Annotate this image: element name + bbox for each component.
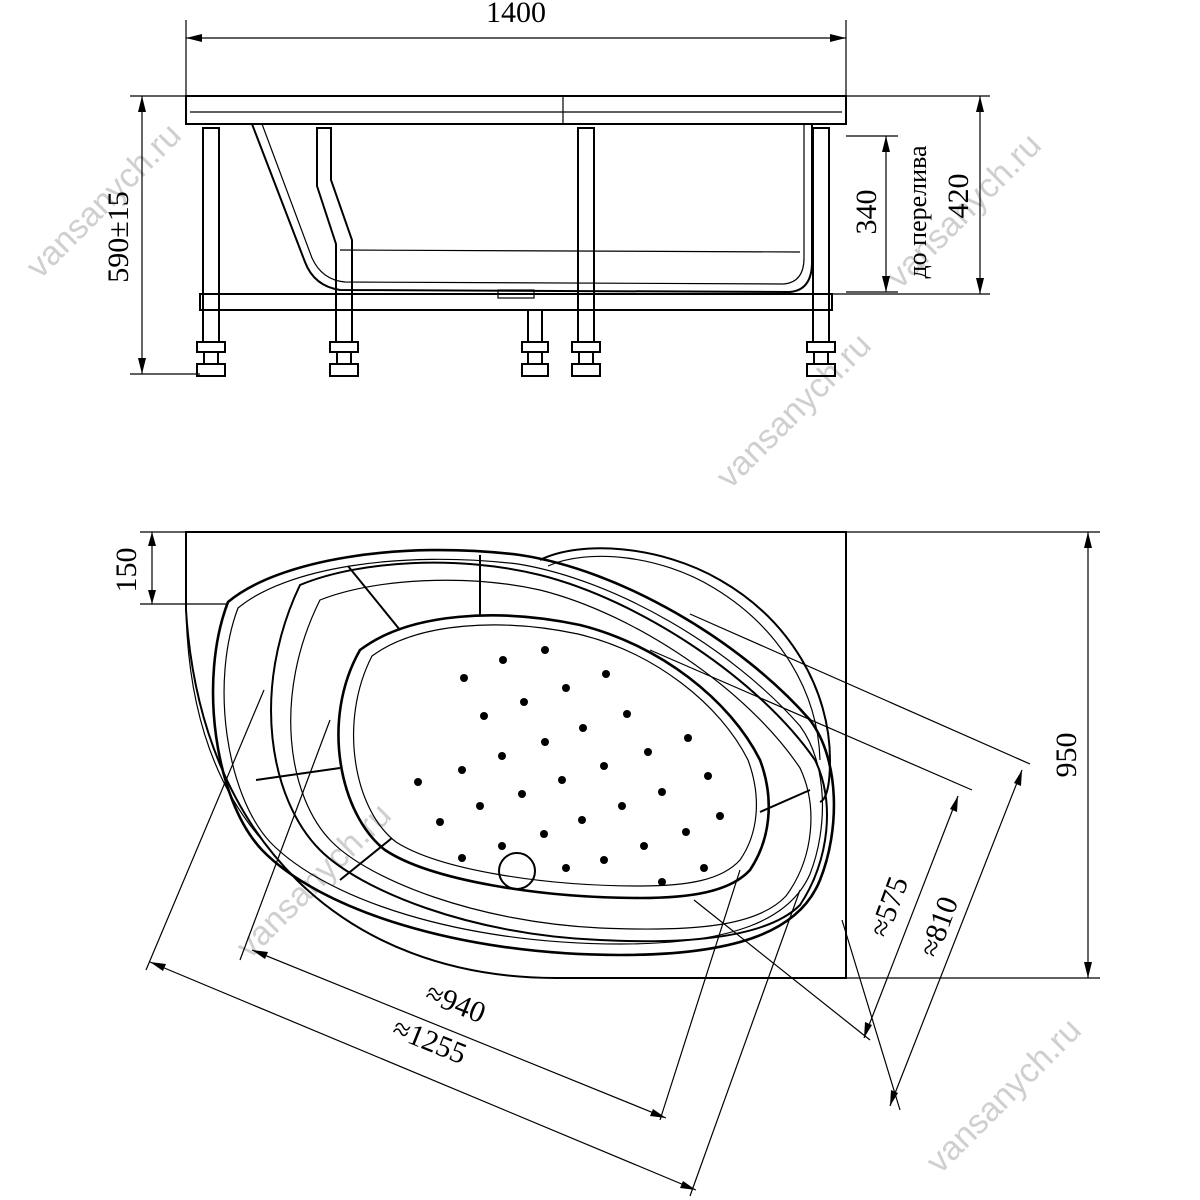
air-jets <box>414 646 724 886</box>
dimension-bath-depth: 950 <box>846 531 1100 979</box>
watermark-text: vansanych.ru <box>709 326 879 496</box>
side-view: 1400 590±15 340 до перелива 420 <box>102 0 990 377</box>
bath-depth-label: 950 <box>1050 733 1083 778</box>
dimension-width: 1400 <box>185 0 847 96</box>
rim-width-label: 150 <box>110 548 143 593</box>
bath-basin <box>337 614 770 900</box>
watermark-text: vansanych.ru <box>919 1011 1089 1181</box>
width-label: 1400 <box>486 0 546 29</box>
dimension-diagonal-widths: ≈575 ≈810 <box>649 613 1031 1111</box>
dimension-rim-width: 150 <box>110 531 228 605</box>
height-label: 590±15 <box>102 191 135 282</box>
drain-icon <box>498 852 536 890</box>
dimension-height: 590±15 <box>102 95 200 375</box>
bath-headrest <box>539 547 832 803</box>
bath-outer-contour <box>211 548 836 957</box>
top-view-outline <box>185 531 847 979</box>
top-view: 150 950 ≈575 ≈810 <box>110 531 1100 1197</box>
inner-width-label: ≈575 <box>863 872 915 941</box>
side-view-legs <box>196 127 836 377</box>
side-view-frame-bar <box>199 293 833 311</box>
dimension-rim-depth: 420 <box>832 95 990 295</box>
side-view-rim <box>185 95 847 125</box>
bath-seat-contour <box>270 561 828 943</box>
overflow-note: до перелива <box>903 145 932 279</box>
outer-width-label: ≈810 <box>913 892 965 961</box>
rim-depth-label: 420 <box>942 174 975 219</box>
side-view-basin <box>251 123 813 294</box>
dimension-depth: 340 до перелива <box>846 135 932 293</box>
depth-label: 340 <box>850 190 883 235</box>
inner-length-label: ≈940 <box>421 976 490 1030</box>
